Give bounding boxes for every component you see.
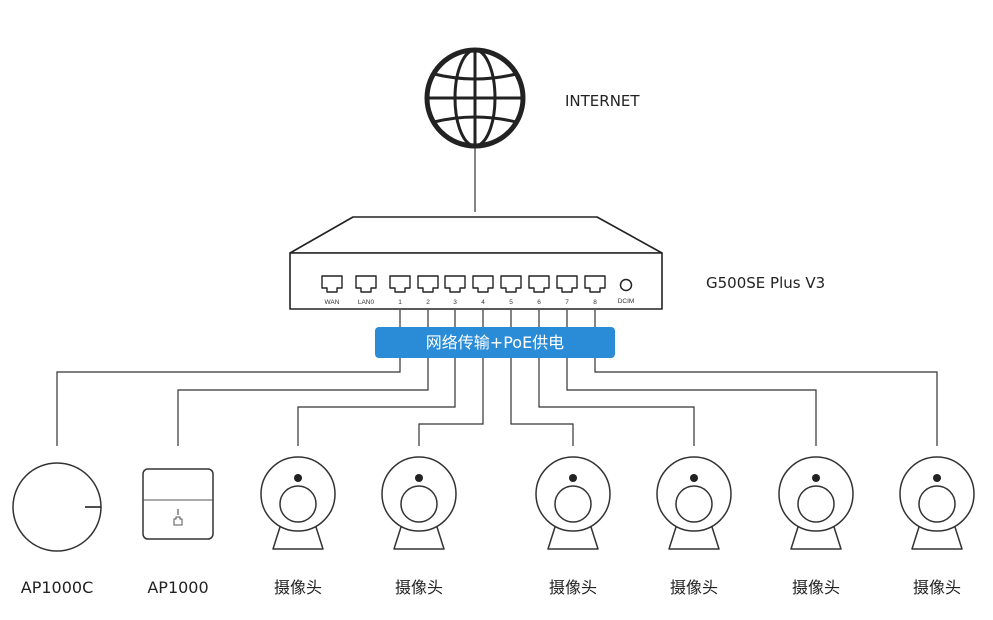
link-port6-camera4 <box>538 310 695 446</box>
device-8: 摄像头 <box>899 456 975 597</box>
router-port-1: 1 <box>389 275 411 306</box>
poe-banner <box>375 327 615 358</box>
device-6: 摄像头 <box>656 456 732 597</box>
router-ports: WAN LAN0 1 2 3 4 5 6 7 8 <box>321 275 606 306</box>
port-label: WAN <box>325 299 340 306</box>
device-label: 摄像头 <box>670 578 718 597</box>
port-label: 1 <box>398 299 402 306</box>
poe-banner-text: 网络传输+PoE供电 <box>426 333 564 352</box>
link-port5-camera3 <box>510 310 574 446</box>
port-label: 4 <box>481 299 485 306</box>
camera-icon <box>656 456 732 550</box>
device-5: 摄像头 <box>535 456 611 597</box>
camera-icon <box>899 456 975 550</box>
dc-label: DCIM <box>618 298 635 305</box>
router <box>289 216 663 310</box>
port-label: 3 <box>453 299 457 306</box>
router-model-label: G500SE Plus V3 <box>706 274 825 292</box>
router-port-6: 6 <box>528 275 550 306</box>
device-1: AP1000C <box>12 462 102 597</box>
router-port-3: 3 <box>444 275 466 306</box>
router-port-wan: WAN <box>321 275 343 306</box>
port-label: 7 <box>565 299 569 306</box>
wall-ap-icon <box>142 468 214 540</box>
port-label: 8 <box>593 299 597 306</box>
device-label: 摄像头 <box>274 578 322 597</box>
internet-label: INTERNET <box>565 92 640 110</box>
router-port-2: 2 <box>417 275 439 306</box>
device-label: AP1000C <box>21 578 93 597</box>
dc-jack <box>619 278 633 292</box>
device-label: 摄像头 <box>549 578 597 597</box>
port-label: LAN0 <box>358 299 375 306</box>
port-label: 2 <box>426 299 430 306</box>
globe-icon <box>424 47 526 149</box>
link-port3-camera1 <box>297 310 456 446</box>
router-port-5: 5 <box>500 275 522 306</box>
devices: AP1000C AP1000 摄像头 摄像头 摄像头 摄像头 摄像头 摄像头 <box>12 456 975 597</box>
router-port-7: 7 <box>556 275 578 306</box>
device-label: AP1000 <box>147 578 208 597</box>
link-port8-camera6 <box>594 310 938 446</box>
port-label: 6 <box>537 299 541 306</box>
device-3: 摄像头 <box>260 456 336 597</box>
device-2: AP1000 <box>142 468 214 597</box>
camera-icon <box>535 456 611 550</box>
device-label: 摄像头 <box>395 578 443 597</box>
link-port1-ap1000c <box>56 310 401 446</box>
device-7: 摄像头 <box>778 456 854 597</box>
router-port-lan0: LAN0 <box>355 275 377 306</box>
camera-icon <box>260 456 336 550</box>
router-port-4: 4 <box>472 275 494 306</box>
link-port4-camera2 <box>418 310 484 446</box>
port-label: 5 <box>509 299 513 306</box>
camera-icon <box>778 456 854 550</box>
ceiling-ap-icon <box>12 462 102 552</box>
device-label: 摄像头 <box>913 578 961 597</box>
router-port-8: 8 <box>584 275 606 306</box>
camera-icon <box>381 456 457 550</box>
router-top <box>289 216 663 254</box>
device-4: 摄像头 <box>381 456 457 597</box>
device-label: 摄像头 <box>792 578 840 597</box>
